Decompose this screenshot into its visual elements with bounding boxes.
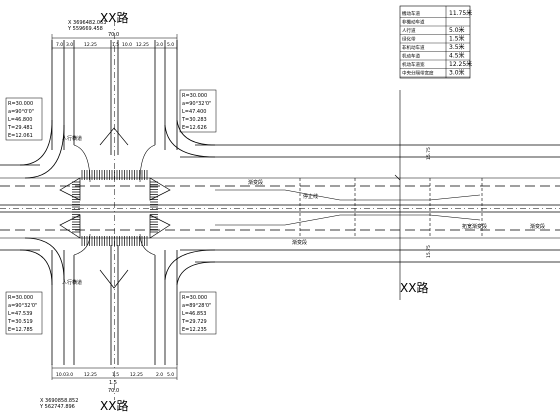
anno-left-median-top: 人行横道 [62, 135, 82, 142]
table-row-value: 12.25米 [449, 60, 472, 68]
north-south-road [51, 20, 178, 400]
coord-south-y: Y 562747.896 [39, 404, 75, 410]
widening-taper [215, 178, 483, 238]
coord-south-x: X 3690858.852 [40, 398, 78, 404]
right-dim-0: 15.75 [426, 147, 432, 160]
curve-tr-3: T=30.283 [181, 117, 207, 123]
curve-br-4: E=12.235 [182, 327, 207, 333]
top-dim-0: 7.0 [56, 42, 63, 48]
anno-gradual-2: 渐变段 [292, 239, 307, 246]
curve-tl-0: R=30.000 [8, 101, 33, 107]
bot-dim-1: 3.0 [66, 372, 73, 378]
curve-br-3: T=29.729 [181, 319, 207, 325]
road-label-south-right: XX路 [400, 280, 428, 295]
bottom-dim-total: 70.0 [108, 388, 119, 394]
road-label-south: XX路 [100, 398, 128, 413]
curve-box-top-right: R=30.000 a=90°32'0" L=47.400 T=30.283 E=… [179, 89, 217, 133]
bot-dim-3: 1.5 [112, 372, 119, 378]
table-row-value: 3.0米 [449, 69, 465, 77]
table-row-label: 人行道 [402, 27, 416, 34]
coord-north-x: X 3696482.063 [68, 20, 106, 26]
curve-bl-0: R=30.000 [8, 295, 33, 301]
top-dim-5: 12.25 [136, 42, 149, 48]
bot-dim-0: 10.0 [56, 372, 66, 378]
curve-tl-1: a=90°0'0" [8, 109, 34, 115]
curve-tl-2: L=46.800 [8, 117, 32, 123]
anno-left-median-bottom: 人行横道 [62, 279, 82, 286]
right-dim-1: 15.75 [426, 245, 432, 258]
curve-bl-4: E=12.785 [8, 327, 33, 333]
top-dim-parts: 7.0 3.0 12.25 1.5 10.0 12.25 3.0 5.0 [56, 42, 174, 48]
table-row-label: 非机动车道 [402, 44, 425, 51]
table-row-value: 3.5米 [449, 43, 465, 51]
anno-widening: 拓宽渐变段 [462, 223, 487, 230]
anno-stop-line: 停止线 [303, 193, 318, 200]
anno-gradual-1: 渐变段 [248, 179, 263, 186]
curve-bl-2: L=47.539 [8, 311, 32, 317]
bot-dim-2: 12.25 [84, 372, 97, 378]
crosswalks [72, 170, 158, 246]
curve-bl-3: T=30.519 [7, 319, 33, 325]
top-dim-2: 12.25 [84, 42, 97, 48]
curve-box-bottom-left: R=30.000 a=90°32'0" L=47.539 T=30.519 E=… [5, 291, 43, 335]
table-row-value: 4.5米 [449, 52, 465, 60]
bottom-dim-center: 1.5 [109, 380, 117, 386]
right-dims: 15.75 15.75 [426, 147, 432, 258]
table-row-value: 1.5米 [449, 35, 465, 43]
coord-north-y: Y 559669.458 [67, 26, 103, 32]
top-dimensions [51, 34, 178, 50]
curve-box-bottom-right: R=30.000 a=89°28'0" L=46.853 T=29.729 E=… [179, 291, 217, 335]
east-west-road [0, 144, 560, 263]
curve-tr-1: a=90°32'0" [182, 101, 211, 107]
bottom-dim-parts: 10.0 3.0 12.25 1.5 12.25 2.0 5.0 [56, 372, 174, 378]
bot-dim-4: 12.25 [130, 372, 143, 378]
anno-right-gradual: 渐变段 [530, 223, 545, 230]
curve-box-top-left: R=30.000 a=90°0'0" L=46.800 T=29.481 E=1… [5, 97, 43, 141]
top-dim-7: 5.0 [167, 42, 174, 48]
curve-tr-4: E=12.626 [182, 125, 207, 131]
curb-returns [19, 119, 216, 286]
table-row-value: 11.75米 [449, 9, 472, 17]
top-dim-3: 1.5 [112, 42, 119, 48]
curve-tr-2: L=47.400 [182, 109, 206, 115]
road-label-north: XX路 [100, 10, 128, 25]
bot-dim-5: 2.0 [156, 372, 163, 378]
curve-tl-3: T=29.481 [7, 125, 33, 131]
curve-br-1: a=89°28'0" [182, 303, 211, 309]
table-row-label: 机动车道 [402, 53, 420, 60]
table-row-label: 机动车道宽 [402, 61, 425, 68]
bottom-dimensions [51, 364, 178, 380]
top-dim-4: 10.0 [122, 42, 132, 48]
table-row-label: 绿化带 [402, 36, 416, 43]
curve-bl-1: a=90°32'0" [8, 303, 37, 309]
table-leader [394, 90, 401, 300]
table-row-label: 非機动车道 [402, 19, 425, 26]
channel-islands [59, 127, 171, 289]
table-row-value: 5.0米 [449, 26, 465, 34]
curve-br-0: R=30.000 [182, 295, 207, 301]
curve-tr-0: R=30.000 [182, 93, 207, 99]
table-row-label: 中央分隔带宽度 [402, 70, 434, 77]
curve-tl-4: E=12.061 [8, 133, 33, 139]
curve-br-2: L=46.853 [182, 311, 206, 317]
top-dim-1: 3.0 [66, 42, 73, 48]
table-row-label: 機动车道 [402, 10, 420, 17]
top-dim-6: 3.0 [156, 42, 163, 48]
top-dim-total: 70.0 [108, 32, 119, 38]
bot-dim-6: 5.0 [167, 372, 174, 378]
